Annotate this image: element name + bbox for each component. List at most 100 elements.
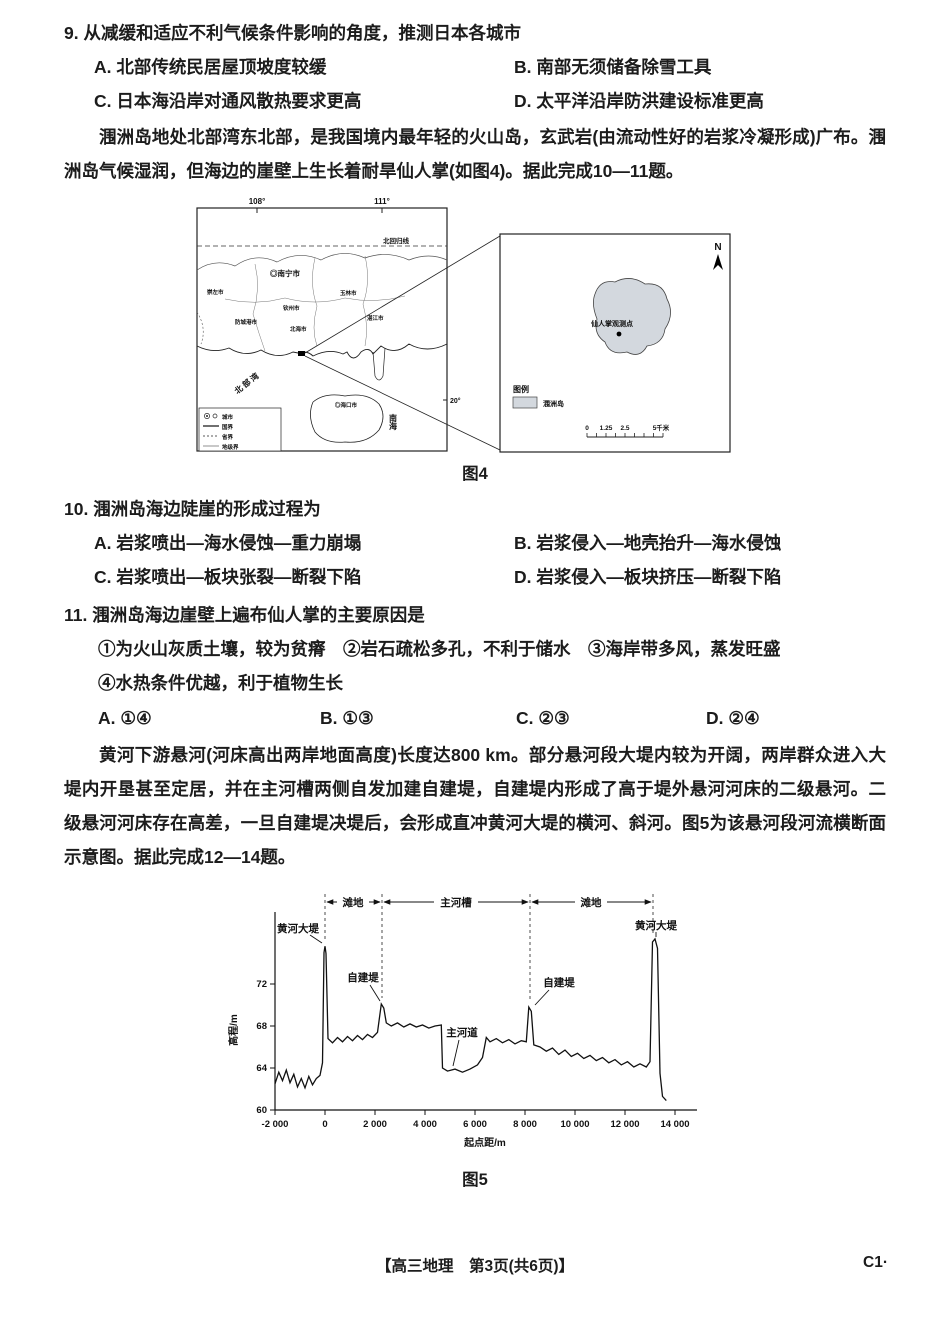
passage-yellow-river: 黄河下游悬河(河床高出两岸地面高度)长度达800 km。部分悬河段大堤内较为开阔… (64, 745, 886, 867)
xtick-0: 0 (322, 1119, 327, 1130)
axes: 60 64 68 72 -2 000 0 (227, 912, 697, 1149)
observation-point-label: 仙人掌观测点 (591, 319, 633, 328)
xtick-4000: 4 000 (413, 1119, 437, 1130)
city-chongzuo-label: 崇左市 (207, 288, 224, 296)
levee-right-label: 黄河大堤 (635, 919, 677, 932)
xtick-2000: 2 000 (363, 1119, 387, 1130)
river-cross-section-chart: 滩地 主河槽 滩地 黄河大堤 自建堤 主河道 自建堤 黄河大堤 (227, 894, 697, 1149)
span-mid-label: 主河槽 (440, 896, 472, 909)
self-levee-right-label: 自建堤 (543, 976, 575, 989)
main-channel-label: 主河道 (446, 1026, 478, 1039)
q10-option-c: C. 岩浆喷出—板块张裂—断裂下陷 (94, 567, 362, 587)
legend-province-label: 省界 (221, 433, 234, 441)
connector-line-top (304, 235, 501, 354)
inset-legend-island-label: 涠洲岛 (543, 399, 564, 408)
weizhou-island-shape (593, 278, 671, 355)
beibu-gulf-label: 北部湾 (232, 369, 262, 395)
q11-items-line-2: ④水热条件优越，利于植物生长 (98, 673, 343, 693)
city-qinzhou-label: 钦州市 (283, 304, 300, 312)
x-ticks (274, 1110, 676, 1115)
q9-option-a: A. 北部传统民居屋顶坡度较缓 (94, 57, 327, 77)
q10-option-b: B. 岩浆侵入—地壳抬升—海水侵蚀 (514, 533, 782, 553)
figure-4: 108° 111° 北回归线 (64, 194, 886, 484)
city-zhanjiang-label: 湛江市 (367, 314, 384, 322)
q10-option-a: A. 岩浆喷出—海水侵蚀—重力崩塌 (94, 533, 362, 553)
north-arrow-icon (713, 254, 723, 270)
city-fangchenggang-label: 防城港市 (235, 318, 258, 326)
city-nanning-label: ◎南宁市 (270, 268, 300, 278)
xtick-12000: 12 000 (610, 1119, 639, 1130)
page-content: 9. 从减缓和适应不利气候条件影响的角度，推测日本各城市 A. 北部传统民居屋顶… (64, 23, 886, 1190)
q9-options-row-2: C. 日本海沿岸对通风散热要求更高 D. 太平洋沿岸防洪建设标准更高 (64, 84, 886, 118)
question-10-stem: 10. 涠洲岛海边陡崖的形成过程为 (64, 499, 321, 519)
question-11-stem: 11. 涠洲岛海边崖壁上遍布仙人掌的主要原因是 (64, 605, 425, 625)
xtick-8000: 8 000 (513, 1119, 537, 1130)
ytick-60: 60 (256, 1105, 267, 1116)
q9-option-b: B. 南部无须储备除雪工具 (514, 57, 712, 77)
xtick-14000: 14 000 (660, 1119, 689, 1130)
coastline (196, 343, 448, 359)
ytick-64: 64 (256, 1063, 267, 1074)
scale-0: 0 (585, 425, 589, 432)
scale-25: 2.5 (620, 425, 629, 432)
weizhou-map: 108° 111° 北回归线 (196, 197, 731, 453)
question-9-stem: 9. 从减缓和适应不利气候条件影响的角度，推测日本各城市 (64, 23, 521, 43)
connector-line-bottom (304, 355, 501, 451)
scale-125: 1.25 (600, 425, 613, 432)
footer-code: C1· (863, 1254, 888, 1271)
xtick-n2000: -2 000 (262, 1119, 289, 1130)
y-tick-labels: 60 64 68 72 (256, 979, 267, 1116)
ytick-72: 72 (256, 979, 267, 990)
elevation-profile-line (274, 937, 667, 1102)
q11-option-a: A. ①④ (98, 708, 152, 728)
weizhou-inset-map: N 仙人掌观测点 图例 涠洲岛 0 1.25 2.5 5千米 (499, 233, 731, 453)
self-levee-left-label: 自建堤 (347, 971, 379, 984)
boundary-lines (196, 253, 448, 352)
tropic-label: 北回归线 (383, 236, 410, 245)
span-right-label: 滩地 (581, 896, 602, 909)
passage-weizhou: 涠洲岛地处北部湾东北部，是我国境内最年轻的火山岛，玄武岩(由流动性好的岩浆冷凝形… (64, 127, 886, 181)
span-left-label: 滩地 (343, 896, 364, 909)
xtick-10000: 10 000 (560, 1119, 589, 1130)
ytick-68: 68 (256, 1021, 267, 1032)
levee-left-label: 黄河大堤 (277, 922, 319, 935)
x-axis-label: 起点距/m (463, 1136, 506, 1149)
x-tick-labels: -2 000 0 2 000 4 000 6 000 8 000 10 000 … (262, 1119, 690, 1130)
y-ticks (270, 983, 275, 1111)
q10-option-d: D. 岩浆侵入—板块挤压—断裂下陷 (514, 567, 782, 587)
q11-option-d: D. ②④ (706, 708, 760, 728)
city-yulin-label: 玉林市 (340, 289, 357, 297)
longitude-right-label: 111° (374, 197, 390, 206)
longitude-left-label: 108° (249, 197, 266, 206)
map-legend: 城市 国界 省界 地级界 (198, 407, 282, 452)
latitude-label: 20° (450, 397, 461, 405)
legend-national-label: 国界 (222, 423, 234, 431)
feature-labels: 黄河大堤 自建堤 主河道 自建堤 黄河大堤 (277, 919, 677, 1067)
south-sea-label: 南海 (389, 413, 398, 431)
q10-options-row-2: C. 岩浆喷出—板块张裂—断裂下陷 D. 岩浆侵入—板块挤压—断裂下陷 (64, 560, 886, 594)
observation-point-dot (616, 331, 622, 337)
figure-5-caption: 图5 (462, 1171, 488, 1189)
y-axis-label: 高程/m (227, 1014, 240, 1046)
weizhou-island-marker (298, 351, 305, 356)
north-label: N (714, 242, 721, 253)
q9-options-row-1: A. 北部传统民居屋顶坡度较缓 B. 南部无须储备除雪工具 (64, 50, 886, 84)
legend-city-label: 城市 (222, 413, 234, 421)
inset-legend-swatch (512, 396, 538, 409)
leizhou-peninsula (372, 347, 386, 381)
q9-option-d: D. 太平洋沿岸防洪建设标准更高 (514, 91, 764, 111)
q11-option-c: C. ②③ (516, 708, 570, 728)
figure-5: 滩地 主河槽 滩地 黄河大堤 自建堤 主河道 自建堤 黄河大堤 (64, 880, 886, 1190)
city-haikou-label: ◎海口市 (335, 401, 358, 409)
scale-bar: 0 1.25 2.5 5千米 (585, 423, 670, 438)
regional-map: 108° 111° 北回归线 (196, 197, 461, 452)
span-annotations: 滩地 主河槽 滩地 (324, 894, 654, 1000)
page-footer: 【高三地理 第3页(共6页)】 C1· (0, 1254, 950, 1276)
footer-page-info: 【高三地理 第3页(共6页)】 (375, 1258, 575, 1275)
legend-prefecture-label: 地级界 (222, 443, 239, 451)
hainan-island (310, 394, 384, 443)
inset-legend-title: 图例 (513, 384, 529, 394)
xtick-6000: 6 000 (463, 1119, 487, 1130)
q11-items-line-1: ①为火山灰质土壤，较为贫瘠 ②岩石疏松多孔，不利于储水 ③海岸带多风，蒸发旺盛 (98, 639, 781, 659)
